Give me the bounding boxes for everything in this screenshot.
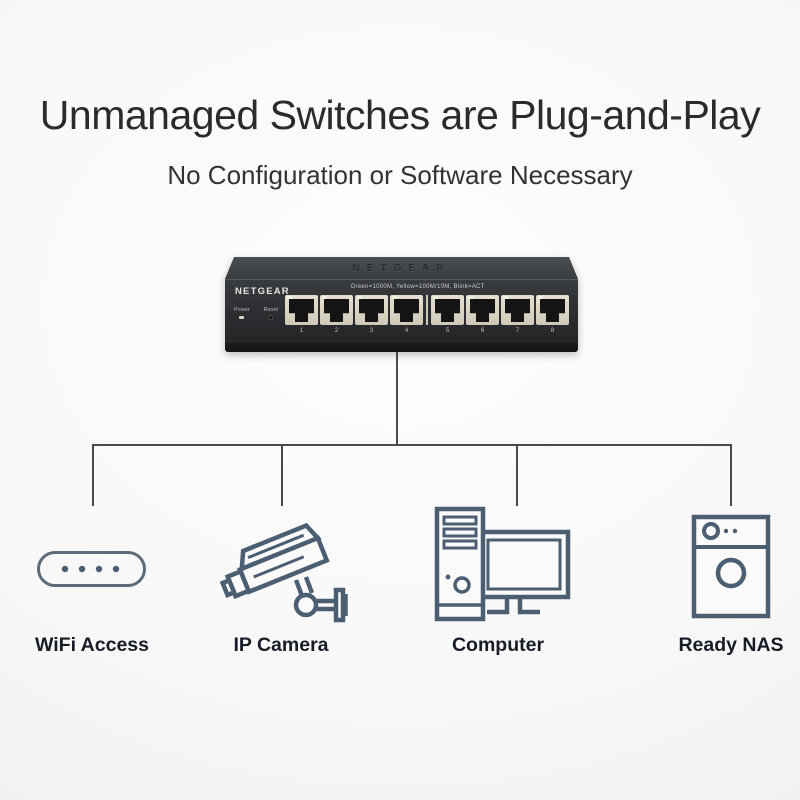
port-number: 7	[515, 328, 520, 334]
rj45-jack-icon	[435, 299, 460, 322]
rj45-jack-icon	[289, 299, 314, 322]
rj45-jack-icon	[394, 299, 419, 322]
tree-drop-line-computer	[516, 444, 518, 506]
port-led-icon	[433, 296, 438, 299]
panel-controls: Power Reset	[234, 307, 278, 319]
port-led-icon	[392, 296, 397, 299]
reset-label: Reset	[263, 307, 278, 313]
netgear-logo: NETGEAR	[235, 286, 290, 297]
port-led-icon	[357, 296, 362, 299]
tree-drop-line-camera	[281, 444, 283, 506]
ethernet-port: 6	[466, 295, 499, 334]
rj45-jack-icon	[359, 299, 384, 322]
tree-horizontal-line	[92, 444, 731, 446]
port-number: 6	[480, 328, 485, 334]
computer-icon	[434, 506, 571, 622]
tree-drop-line-wifi	[92, 444, 94, 506]
ethernet-port: 3	[355, 295, 388, 334]
port-led-icon	[503, 296, 508, 299]
port-led-icon	[322, 296, 327, 299]
page-title: Unmanaged Switches are Plug-and-Play	[39, 92, 761, 138]
power-label: Power	[234, 307, 250, 313]
port-number: 5	[445, 328, 450, 334]
port-number: 4	[404, 328, 409, 334]
port-bezel	[501, 295, 534, 325]
switch-front-panel: NETGEAR Green=1000M, Yellow=100M/10M, Bl…	[225, 279, 578, 343]
port-number: 8	[550, 328, 555, 334]
switch-top-embossed-logo: NETGEAR	[352, 262, 451, 274]
network-switch-image: NETGEAR NETGEAR Green=1000M, Yellow=100M…	[225, 257, 578, 352]
ethernet-port: 2	[320, 295, 353, 334]
power-led-icon	[239, 316, 245, 319]
device-label-ip-camera: IP Camera	[233, 634, 329, 656]
port-number: 2	[334, 328, 339, 334]
port-bezel	[431, 295, 464, 325]
ethernet-port: 7	[501, 295, 534, 334]
port-bezel	[320, 295, 353, 325]
port-led-icon	[538, 296, 543, 299]
tree-drop-line-nas	[730, 444, 732, 506]
ethernet-port: 4	[390, 295, 423, 334]
ip-camera-icon	[220, 522, 348, 623]
port-bezel	[285, 295, 318, 325]
rj45-jack-icon	[470, 299, 495, 322]
port-bezel	[390, 295, 423, 325]
switch-bottom-edge	[225, 343, 578, 352]
rj45-jack-icon	[505, 299, 530, 322]
wifi-access-icon	[37, 551, 146, 587]
port-group-divider	[426, 295, 428, 325]
page-subtitle: No Configuration or Software Necessary	[167, 160, 633, 190]
ethernet-port: 1	[285, 295, 318, 334]
port-bezel	[466, 295, 499, 325]
ethernet-port: 5	[431, 295, 464, 334]
port-number: 3	[369, 328, 374, 334]
ready-nas-icon	[691, 514, 771, 619]
port-row: 1 2 3 4 5 6	[285, 295, 571, 334]
ethernet-port: 8	[536, 295, 569, 334]
tree-stem-line	[396, 352, 398, 445]
port-led-icon	[468, 296, 473, 299]
port-led-icon	[287, 296, 292, 299]
rj45-jack-icon	[540, 299, 565, 322]
switch-top-face: NETGEAR	[225, 257, 578, 279]
device-label-ready-nas: Ready NAS	[678, 634, 784, 656]
led-legend-text: Green=1000M, Yellow=100M/10M, Blink=ACT	[350, 284, 485, 290]
port-bezel	[355, 295, 388, 325]
port-bezel	[536, 295, 569, 325]
device-label-computer: Computer	[451, 634, 545, 656]
rj45-jack-icon	[324, 299, 349, 322]
reset-hole-icon	[269, 316, 273, 319]
port-number: 1	[299, 328, 304, 334]
power-indicator: Power	[234, 307, 250, 319]
reset-control: Reset	[264, 307, 278, 319]
device-label-wifi-access: WiFi Access	[35, 634, 149, 656]
